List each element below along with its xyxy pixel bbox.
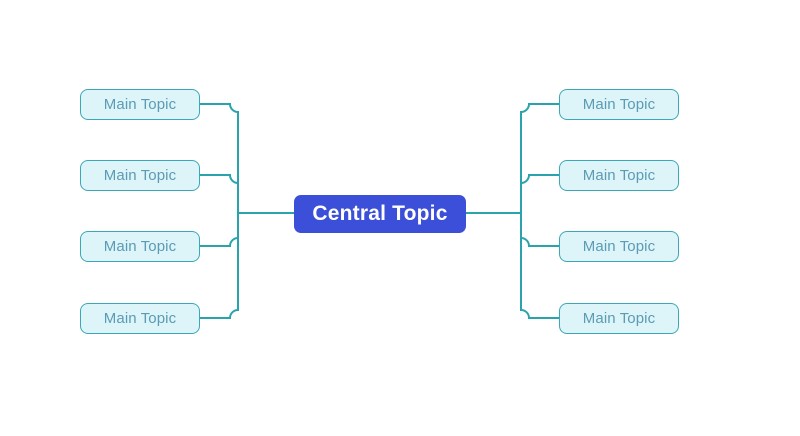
branch-connector-right-1 (520, 103, 560, 214)
branch-node-right-4[interactable]: Main Topic (559, 302, 679, 334)
branch-connector-left-2 (199, 174, 239, 214)
branch-node-left-1[interactable]: Main Topic (80, 88, 200, 120)
branch-node-label: Main Topic (582, 95, 656, 113)
branch-node-left-4[interactable]: Main Topic (80, 302, 200, 334)
central-topic-node[interactable]: Central Topic (294, 195, 466, 233)
branch-connector-left-1 (199, 103, 239, 214)
branch-node-right-1[interactable]: Main Topic (559, 88, 679, 120)
branch-node-label: Main Topic (582, 237, 656, 255)
central-topic-label: Central Topic (312, 202, 448, 225)
branch-connector-left-4 (199, 212, 239, 319)
branch-node-label: Main Topic (103, 166, 177, 184)
branch-connector-right-2 (520, 174, 560, 214)
branch-node-left-3[interactable]: Main Topic (80, 230, 200, 262)
branch-node-label: Main Topic (582, 166, 656, 184)
branch-node-label: Main Topic (582, 309, 656, 327)
branch-node-right-2[interactable]: Main Topic (559, 159, 679, 191)
branch-connector-right-3 (520, 212, 560, 247)
branch-node-label: Main Topic (103, 309, 177, 327)
branch-node-right-3[interactable]: Main Topic (559, 230, 679, 262)
branch-node-left-2[interactable]: Main Topic (80, 159, 200, 191)
branch-connector-right-4 (520, 212, 560, 319)
branch-connector-left-3 (199, 212, 239, 247)
branch-node-label: Main Topic (103, 95, 177, 113)
branch-node-label: Main Topic (103, 237, 177, 255)
